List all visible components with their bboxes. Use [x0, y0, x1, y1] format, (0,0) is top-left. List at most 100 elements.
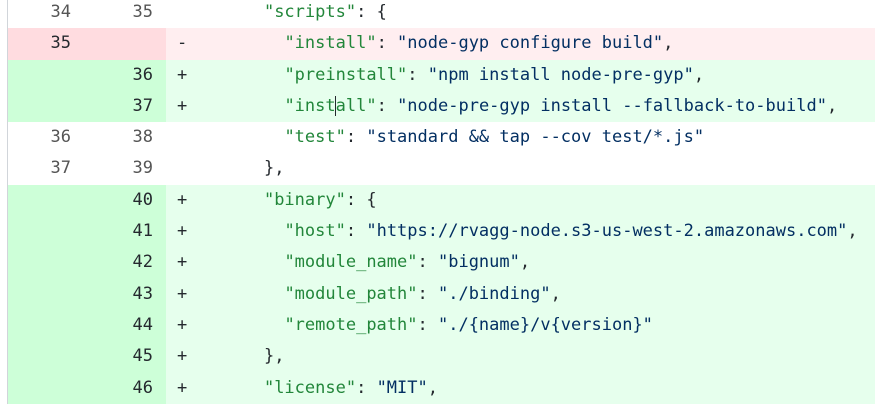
- indent: [264, 33, 284, 53]
- new-line-number[interactable]: 41: [84, 216, 166, 248]
- indent: [264, 96, 284, 116]
- separator: :: [345, 221, 367, 242]
- separator: :: [376, 33, 398, 54]
- old-line-number[interactable]: [8, 341, 84, 373]
- new-line-number[interactable]: 40: [84, 184, 166, 217]
- diff-marker: +: [166, 90, 223, 123]
- new-line-number[interactable]: 37: [84, 90, 166, 123]
- separator: :: [417, 314, 438, 335]
- code-line[interactable]: "module_path": "./binding",: [223, 278, 875, 310]
- code-line[interactable]: "preinstall": "npm install node-pre-gyp"…: [223, 59, 875, 91]
- diff-marker: -: [166, 28, 223, 60]
- new-line-number[interactable]: 46: [84, 372, 166, 404]
- old-line-number[interactable]: [8, 247, 84, 279]
- separator: :: [345, 127, 367, 148]
- trailing-punct: ,: [693, 64, 705, 85]
- json-key: "test": [284, 127, 346, 148]
- added-line: 41+ "host": "https://rvagg-node.s3-us-we…: [8, 216, 875, 248]
- separator: :: [417, 283, 438, 304]
- added-line: 45+ },: [8, 341, 875, 373]
- indent: [264, 315, 284, 335]
- new-line-number[interactable]: 43: [84, 278, 166, 310]
- code-line[interactable]: "install": "node-gyp configure build",: [223, 28, 875, 60]
- json-value: "MIT": [376, 377, 428, 398]
- diff-marker: +: [166, 184, 223, 217]
- old-line-number[interactable]: [8, 278, 84, 310]
- new-line-number[interactable]: 38: [132, 127, 153, 148]
- old-line-number[interactable]: [8, 216, 84, 248]
- code-line[interactable]: "binary": {: [223, 184, 875, 217]
- diff-marker: +: [166, 372, 223, 404]
- separator: :: [407, 64, 428, 85]
- code-line[interactable]: "remote_path": "./{name}/v{version}": [223, 309, 875, 342]
- json-key: "binary": [263, 189, 346, 210]
- code-line[interactable]: },: [223, 153, 875, 184]
- indent: [264, 284, 284, 304]
- trailing-punct: {: [376, 2, 387, 22]
- trailing-punct: ,: [519, 252, 531, 273]
- old-line-number[interactable]: [8, 90, 84, 123]
- json-key: "install": [284, 95, 377, 116]
- code-line[interactable]: "install": "node-pre-gyp install --fallb…: [223, 90, 875, 123]
- old-line-number[interactable]: [8, 59, 84, 91]
- json-value: "standard && tap --cov test/*.js": [366, 127, 705, 148]
- trailing-punct: ,: [826, 95, 838, 116]
- new-line-number[interactable]: 35: [132, 2, 153, 22]
- new-line-number[interactable]: 44: [84, 309, 166, 342]
- trailing-punct: },: [263, 158, 285, 179]
- code-line[interactable]: },: [223, 341, 875, 373]
- new-line-number[interactable]: 42: [84, 247, 166, 279]
- code-line[interactable]: "module_name": "bignum",: [223, 247, 875, 279]
- added-line: 43+ "module_path": "./binding",: [8, 278, 875, 310]
- context-line: 37 39 },: [8, 153, 875, 184]
- diff-marker: +: [166, 309, 223, 342]
- old-line-number[interactable]: 35: [8, 28, 84, 60]
- json-value: "./{name}/v{version}": [437, 314, 653, 335]
- json-key: "preinstall": [284, 64, 408, 85]
- trailing-punct: ,: [427, 377, 438, 398]
- diff-marker: [166, 153, 223, 184]
- new-line-number[interactable]: 39: [132, 158, 153, 179]
- trailing-punct: },: [263, 346, 285, 367]
- json-value: "node-pre-gyp install --fallback-to-buil…: [397, 95, 827, 116]
- trailing-punct: ,: [550, 283, 561, 304]
- old-line-number[interactable]: [8, 372, 84, 404]
- separator: :: [417, 252, 438, 273]
- context-line: 36 38 "test": "standard && tap --cov test…: [8, 122, 875, 153]
- indent: [264, 127, 284, 147]
- added-line: 44+ "remote_path": "./{name}/v{version}": [8, 309, 875, 342]
- diff-marker: [166, 122, 223, 153]
- json-key: "scripts": [263, 2, 357, 22]
- indent: [264, 65, 284, 85]
- json-key: "install": [284, 33, 377, 54]
- new-line-number[interactable]: 45: [84, 341, 166, 373]
- deleted-line: 35 - "install": "node-gyp configure build…: [8, 28, 875, 60]
- old-line-number[interactable]: 37: [50, 158, 71, 179]
- diff-marker: +: [166, 216, 223, 248]
- old-line-number[interactable]: [8, 309, 84, 342]
- code-line[interactable]: "host": "https://rvagg-node.s3-us-west-2…: [223, 216, 875, 248]
- old-line-number[interactable]: [8, 184, 84, 217]
- new-line-number[interactable]: 36: [84, 59, 166, 91]
- code-line[interactable]: "scripts": {: [223, 0, 875, 28]
- json-value: "bignum": [437, 252, 520, 273]
- trailing-punct: {: [366, 189, 377, 210]
- new-line-number[interactable]: [84, 28, 166, 60]
- old-line-number[interactable]: 34: [50, 2, 71, 22]
- json-value: "node-gyp configure build": [397, 33, 664, 54]
- separator: :: [356, 377, 377, 398]
- old-line-number[interactable]: 36: [50, 127, 71, 148]
- json-key: "remote_path": [284, 314, 418, 335]
- json-key: "host": [284, 221, 346, 242]
- diff-marker: +: [166, 341, 223, 373]
- added-line: 36+ "preinstall": "npm install node-pre-…: [8, 59, 875, 91]
- diff-marker: +: [166, 247, 223, 279]
- text-cursor: [335, 95, 337, 116]
- code-line[interactable]: "test": "standard && tap --cov test/*.js…: [223, 122, 875, 153]
- added-line: 37+ "install": "node-pre-gyp install --f…: [8, 90, 875, 123]
- code-line[interactable]: "license": "MIT",: [223, 372, 875, 404]
- json-key: "license": [263, 377, 357, 398]
- added-line: 46+ "license": "MIT",: [8, 372, 875, 404]
- context-line: 34 35 "scripts": {: [8, 0, 875, 28]
